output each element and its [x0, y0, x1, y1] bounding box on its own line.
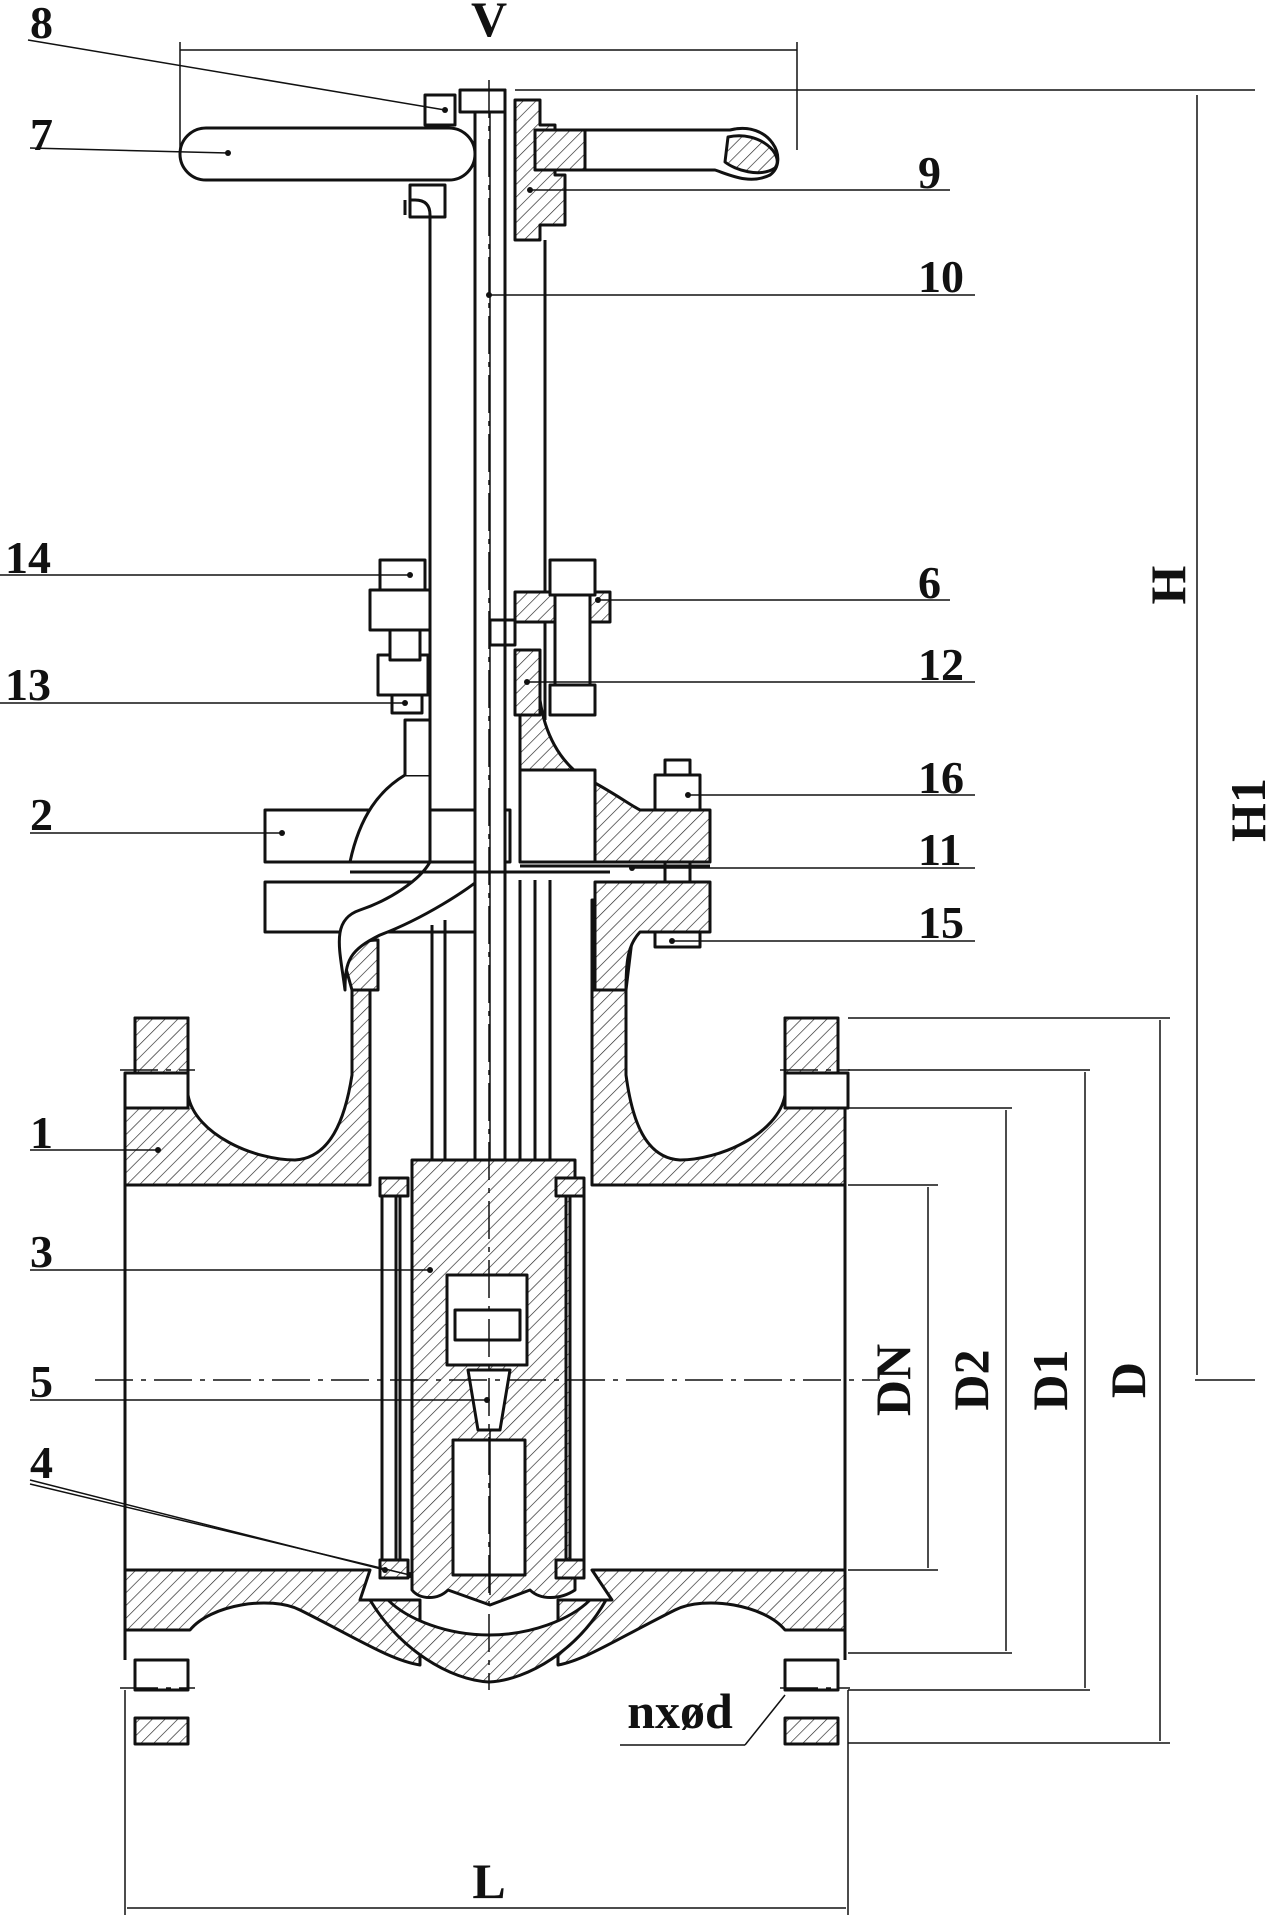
dim-label-l: L [472, 1853, 505, 1909]
dim-label-d: D [1100, 1362, 1156, 1398]
callout-13: 13 [5, 659, 51, 710]
callout-14: 14 [5, 532, 51, 583]
yoke-stem [403, 88, 567, 1352]
callout-9: 9 [918, 147, 941, 198]
valve-body [123, 898, 850, 1746]
callout-12: 12 [918, 639, 964, 690]
callout-8: 8 [30, 0, 53, 48]
dim-label-dn: DN [865, 1344, 921, 1416]
callout-labels: 8 7 9 10 14 6 13 12 2 16 11 15 1 3 5 4 [5, 0, 964, 1488]
callout-15: 15 [918, 897, 964, 948]
dim-label-bolt-holes: nxød [627, 1683, 733, 1739]
bonnet [263, 698, 712, 992]
dim-label-h: H [1140, 565, 1196, 604]
callout-6: 6 [918, 557, 941, 608]
callout-3: 3 [30, 1226, 53, 1277]
center-lines [95, 80, 880, 1690]
callout-4: 4 [30, 1437, 53, 1488]
gland-assembly [368, 558, 612, 717]
dimension-labels: V H H1 DN D2 D1 D nxød L [471, 0, 1276, 1909]
leader-lines [0, 39, 975, 1746]
callout-10: 10 [918, 251, 964, 302]
dim-label-d2: D2 [943, 1349, 999, 1410]
callout-16: 16 [918, 752, 964, 803]
dim-label-d1: D1 [1022, 1349, 1078, 1410]
dim-label-v: V [471, 0, 507, 47]
callout-11: 11 [918, 824, 961, 875]
bonnet-bolts [350, 758, 710, 949]
dim-label-h1: H1 [1220, 778, 1276, 842]
callout-2: 2 [30, 789, 53, 840]
dimension-lines [124, 42, 1255, 1915]
callout-1: 1 [30, 1107, 53, 1158]
callout-7: 7 [30, 109, 53, 160]
callout-5: 5 [30, 1356, 53, 1407]
handwheel [178, 88, 780, 182]
